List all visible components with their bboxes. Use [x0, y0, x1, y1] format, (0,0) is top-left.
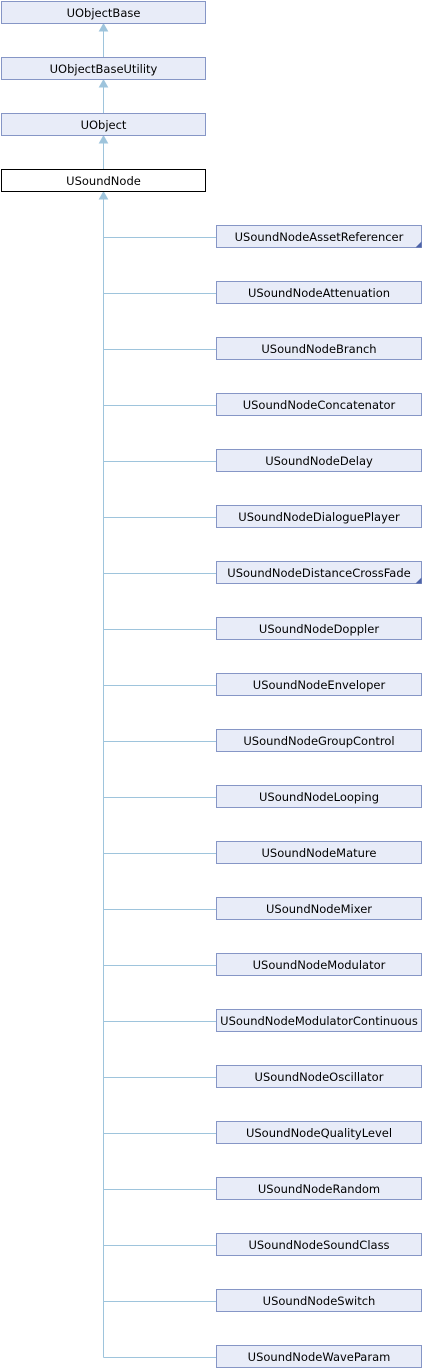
class-node-usound-node-concatenator[interactable]: USoundNodeConcatenator	[216, 393, 422, 416]
current-class-node-label: USoundNode	[66, 174, 141, 188]
class-node-usound-node-quality-level[interactable]: USoundNodeQualityLevel	[216, 1121, 422, 1144]
class-node-usound-node-group-control[interactable]: USoundNodeGroupControl	[216, 729, 422, 752]
class-node-uobject-base-utility[interactable]: UObjectBaseUtility	[1, 57, 206, 80]
has-subclasses-marker	[415, 577, 422, 584]
class-node-usound-node-modulator[interactable]: USoundNodeModulator	[216, 953, 422, 976]
class-node-usound-node-delay-label: USoundNodeDelay	[265, 454, 373, 468]
class-node-uobject[interactable]: UObject	[1, 113, 206, 136]
class-node-usound-node-mixer-label: USoundNodeMixer	[266, 902, 372, 916]
class-node-usound-node-enveloper-label: USoundNodeEnveloper	[253, 678, 386, 692]
current-class-node-box	[1, 169, 206, 192]
class-node-uobject-label: UObject	[81, 118, 127, 132]
has-subclasses-marker	[415, 241, 422, 248]
class-node-usound-node-sound-class-label: USoundNodeSoundClass	[248, 1238, 389, 1252]
class-node-usound-node-switch-label: USoundNodeSwitch	[263, 1294, 376, 1308]
current-class-node[interactable]: USoundNode	[1, 169, 206, 192]
class-node-usound-node-delay[interactable]: USoundNodeDelay	[216, 449, 422, 472]
class-node-usound-node-random[interactable]: USoundNodeRandom	[216, 1177, 422, 1200]
class-node-usound-node-enveloper[interactable]: USoundNodeEnveloper	[216, 673, 422, 696]
class-node-usound-node-distance-cross-fade-label: USoundNodeDistanceCrossFade	[227, 566, 410, 580]
inheritance-edges	[98, 22, 216, 1358]
class-node-usound-node-branch[interactable]: USoundNodeBranch	[216, 337, 422, 360]
inheritance-arrow	[98, 78, 109, 88]
class-node-usound-node-asset-referencer[interactable]: USoundNodeAssetReferencer	[216, 225, 422, 248]
class-node-usound-node-sound-class[interactable]: USoundNodeSoundClass	[216, 1233, 422, 1256]
class-node-usound-node-group-control-label: USoundNodeGroupControl	[243, 734, 394, 748]
class-node-uobject-base-utility-box	[1, 57, 206, 80]
class-node-usound-node-distance-cross-fade[interactable]: USoundNodeDistanceCrossFade	[216, 561, 422, 584]
inheritance-arrow	[98, 134, 109, 144]
class-node-usound-node-doppler[interactable]: USoundNodeDoppler	[216, 617, 422, 640]
class-node-usound-node-wave-param[interactable]: USoundNodeWaveParam	[216, 1345, 422, 1368]
class-node-usound-node-quality-level-label: USoundNodeQualityLevel	[246, 1126, 392, 1140]
class-node-usound-node-modulator-continuous[interactable]: USoundNodeModulatorContinuous	[216, 1009, 422, 1032]
class-node-usound-node-looping[interactable]: USoundNodeLooping	[216, 785, 422, 808]
class-node-usound-node-dialogue-player[interactable]: USoundNodeDialoguePlayer	[216, 505, 422, 528]
class-node-usound-node-branch-label: USoundNodeBranch	[261, 342, 376, 356]
subclass-arrow	[98, 190, 109, 200]
class-node-usound-node-concatenator-label: USoundNodeConcatenator	[243, 398, 396, 412]
class-node-usound-node-asset-referencer-label: USoundNodeAssetReferencer	[235, 230, 404, 244]
class-node-usound-node-modulator-continuous-label: USoundNodeModulatorContinuous	[220, 1014, 418, 1028]
class-node-usound-node-switch[interactable]: USoundNodeSwitch	[216, 1289, 422, 1312]
class-node-usound-node-doppler-label: USoundNodeDoppler	[259, 622, 379, 636]
class-node-usound-node-random-label: USoundNodeRandom	[258, 1182, 380, 1196]
class-node-usound-node-wave-param-label: USoundNodeWaveParam	[248, 1350, 391, 1364]
class-node-usound-node-oscillator-label: USoundNodeOscillator	[255, 1070, 384, 1084]
class-node-usound-node-mature[interactable]: USoundNodeMature	[216, 841, 422, 864]
class-node-usound-node-attenuation[interactable]: USoundNodeAttenuation	[216, 281, 422, 304]
class-node-uobject-base-box	[1, 1, 206, 24]
class-node-uobject-box	[1, 113, 206, 136]
inheritance-arrow	[98, 22, 109, 32]
class-node-usound-node-mature-label: USoundNodeMature	[262, 846, 377, 860]
class-node-uobject-base-label: UObjectBase	[67, 6, 141, 20]
class-node-usound-node-attenuation-label: USoundNodeAttenuation	[248, 286, 390, 300]
class-node-uobject-base[interactable]: UObjectBase	[1, 1, 206, 24]
class-node-usound-node-looping-label: USoundNodeLooping	[259, 790, 379, 804]
class-node-uobject-base-utility-label: UObjectBaseUtility	[50, 62, 158, 76]
class-node-usound-node-dialogue-player-label: USoundNodeDialoguePlayer	[238, 510, 400, 524]
class-node-usound-node-oscillator[interactable]: USoundNodeOscillator	[216, 1065, 422, 1088]
class-node-usound-node-mixer[interactable]: USoundNodeMixer	[216, 897, 422, 920]
class-node-usound-node-modulator-label: USoundNodeModulator	[253, 958, 386, 972]
